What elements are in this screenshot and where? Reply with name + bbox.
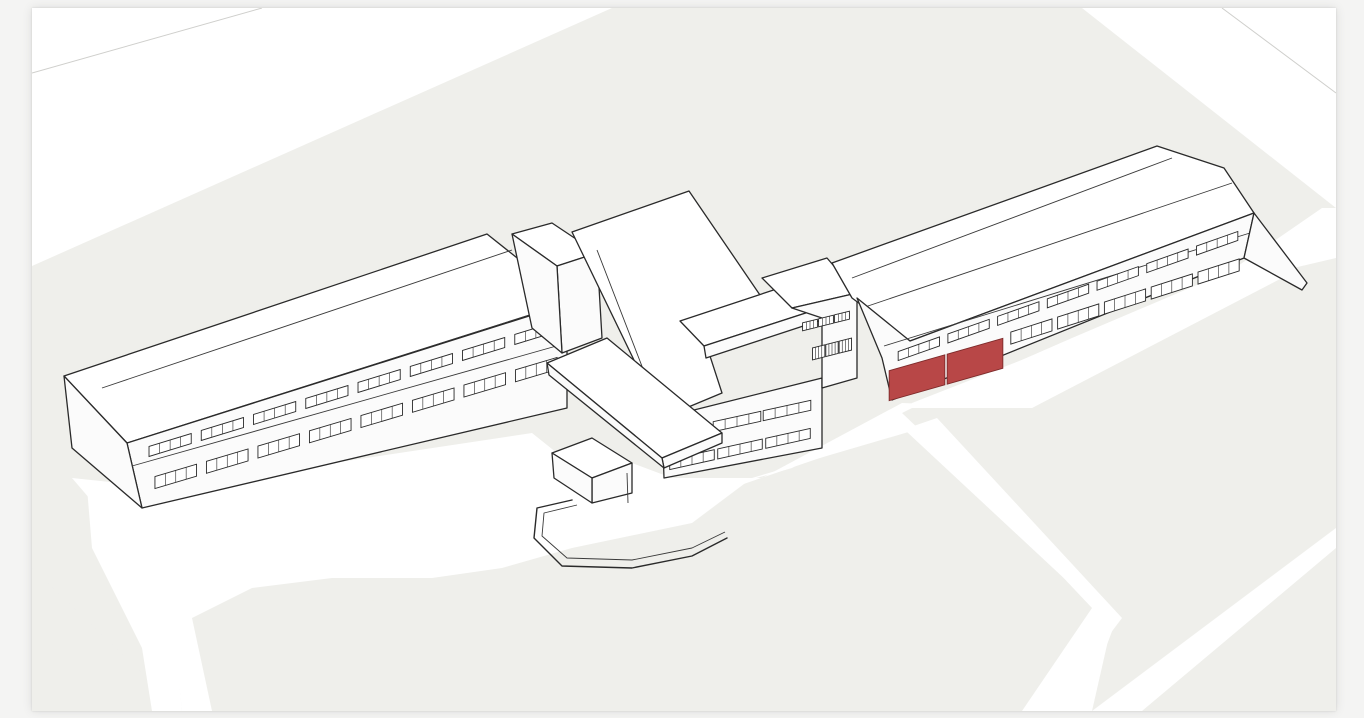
ground-plane-lower-right <box>1142 548 1336 711</box>
central-block <box>511 190 858 479</box>
entrance-ramp-inner <box>541 504 726 561</box>
left-wing-floor-band <box>131 342 568 467</box>
courtyard-main <box>72 258 1292 711</box>
terrain-edge-top-right <box>1221 8 1336 94</box>
ground-plane-lower-center <box>192 588 972 711</box>
terrain-edge-top-left <box>32 8 263 74</box>
right-wing <box>831 145 1308 402</box>
right-wing-end-facade <box>1243 212 1308 291</box>
right-wing-roof-ridge <box>851 157 1173 279</box>
highlighted-panel <box>946 337 1004 385</box>
highlighted-facade-panels <box>888 337 1004 402</box>
central-windows <box>669 399 812 471</box>
drawing-card <box>32 8 1336 711</box>
entrance-canopy-side <box>546 362 665 469</box>
stair-tower-side <box>511 233 563 354</box>
axonometric-building-drawing <box>32 8 1336 711</box>
connector-windows <box>802 310 852 361</box>
courtyard <box>72 208 1336 711</box>
ground-plane-lower-left <box>32 568 182 711</box>
left-wing-roof-ridge <box>101 249 513 389</box>
right-wing-windows <box>897 230 1240 362</box>
entrance-ramp <box>533 499 728 569</box>
left-wing <box>63 233 571 509</box>
right-wing-roof-eave <box>861 182 1233 309</box>
right-wing-floor-band <box>883 232 1251 347</box>
left-wing-end-facade <box>63 375 143 509</box>
canopy-column <box>626 472 629 504</box>
entrance <box>533 337 728 569</box>
highlighted-panel <box>888 354 946 402</box>
entrance-kiosk-side <box>551 452 593 504</box>
